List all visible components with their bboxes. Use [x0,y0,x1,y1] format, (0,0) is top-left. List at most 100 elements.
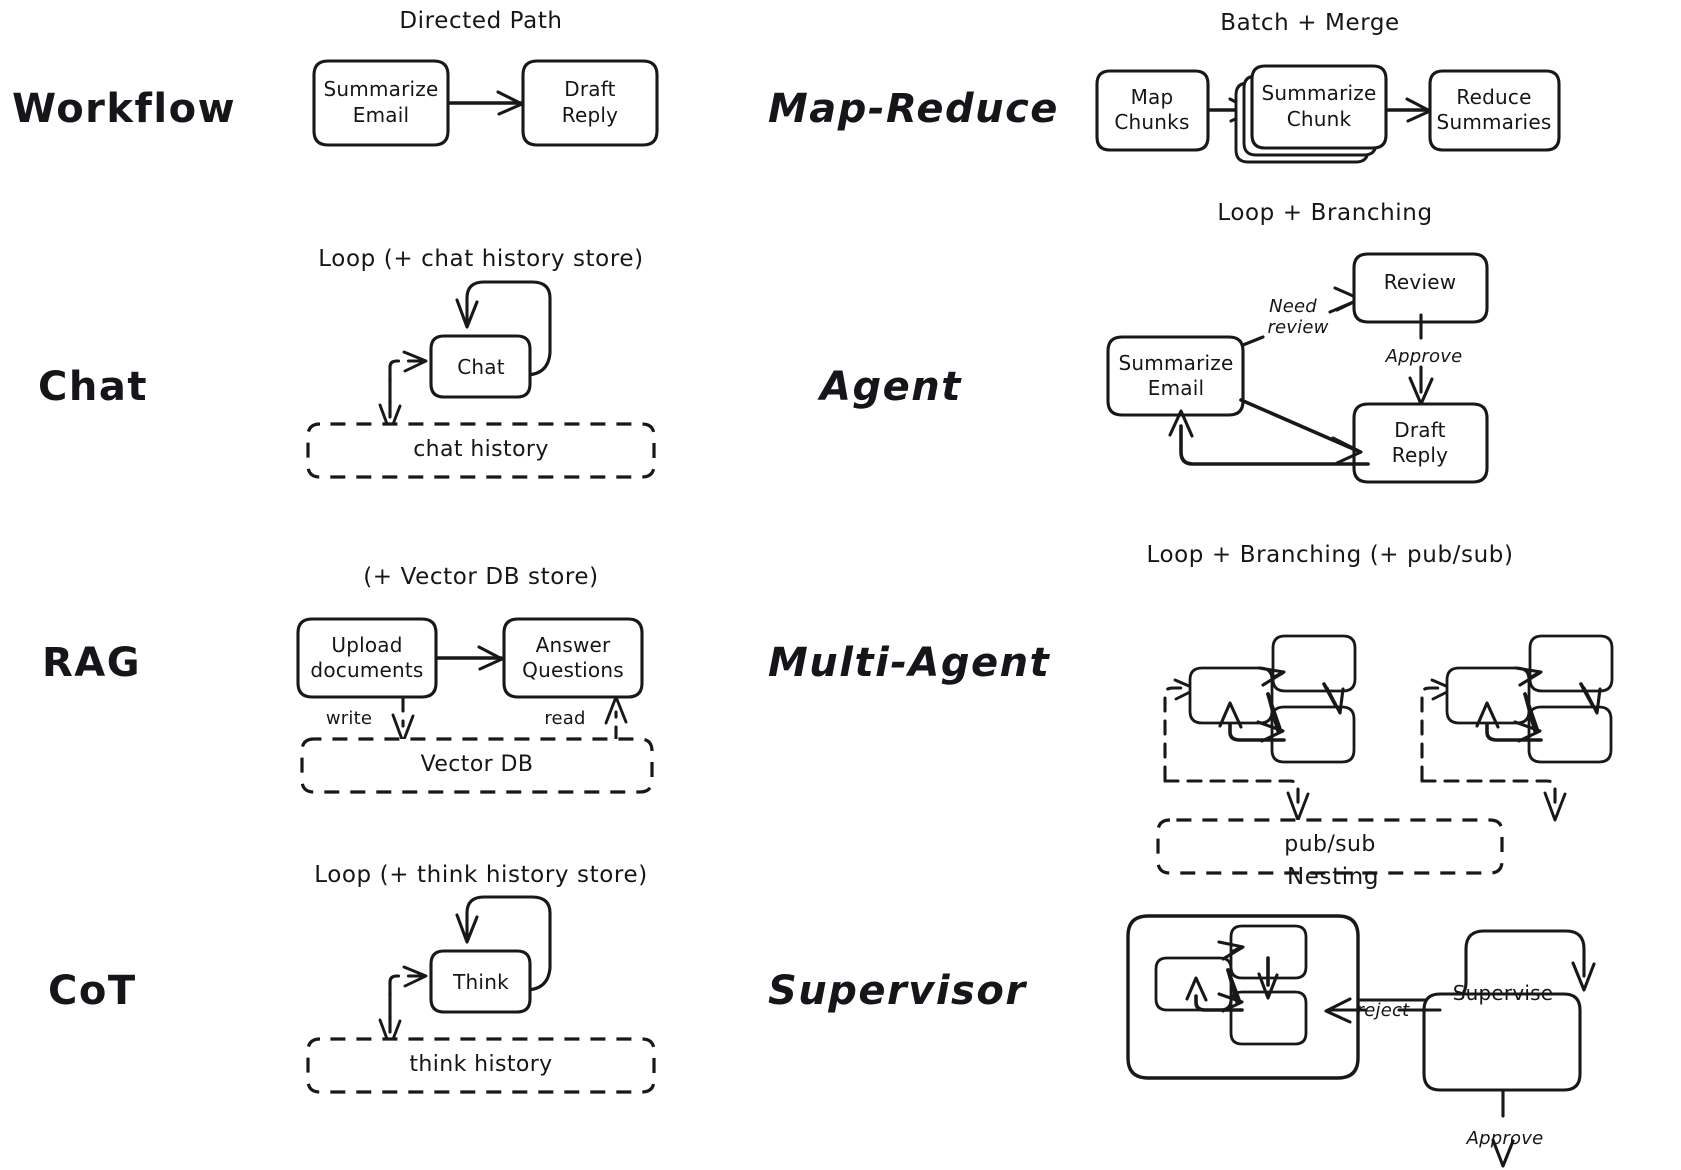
node-label: Draft [1394,418,1445,442]
store-label: think history [409,1052,552,1077]
node-label: Reduce [1456,85,1531,109]
node-review[interactable]: Review [1352,252,1489,324]
caption-loop-branching: Loop + Branching [1217,200,1432,226]
node-draft-reply[interactable]: Draft Reply [521,59,659,147]
node-map-chunks[interactable]: Map Chunks [1095,69,1210,152]
node-label: Draft [564,77,615,101]
node-agent-summarize-email[interactable]: Summarize Email [1106,335,1245,417]
edge-label-reject: reject [1357,1000,1410,1021]
caption-nesting: Nesting [1287,864,1379,890]
node-think[interactable]: Think [429,949,532,1014]
edge-summarize-to-draft-agent [1239,398,1363,465]
category-label-chat: Chat [38,364,148,410]
edge-write: write [326,696,415,744]
node-agent-draft-reply[interactable]: Draft Reply [1352,402,1489,484]
edge-label-read: read [544,708,585,729]
node-agent-a3[interactable] [1270,705,1356,764]
edge-chat-history-to-chat [378,350,428,434]
node-label: Upload [331,633,402,657]
node-summarize-email[interactable]: Summarize Email [312,59,450,147]
node-label: Chunk [1287,107,1352,131]
node-label: Supervise [1453,981,1554,1005]
edge-chat-self-loop [455,280,552,377]
edge-draft-back-to-summarize [1168,409,1370,466]
pattern-chat: Chat Loop (+ chat history store) Chat ch… [38,246,656,479]
node-summarize-chunk-stack[interactable]: Summarize Chunk [1234,64,1388,164]
edge-summarize-to-reduce [1385,97,1432,123]
pattern-map-reduce: Map-Reduce Batch + Merge Map Chunks Summ… [768,10,1561,164]
node-supervisor-inner-3[interactable] [1229,990,1308,1046]
edge-label-review: review [1267,317,1328,338]
edge-read: read [544,695,628,742]
node-label: Questions [522,658,624,682]
node-supervise[interactable]: Supervise [1422,981,1582,1092]
node-label: Summarize [324,77,439,101]
category-label-supervisor: Supervisor [768,968,1027,1014]
store-vector-db[interactable]: Vector DB [300,737,654,794]
node-agent-b1[interactable] [1445,666,1531,725]
edge-think-self-loop [455,895,552,992]
store-chat-history[interactable]: chat history [306,422,656,479]
node-label: Chunks [1114,110,1189,134]
edge-label-approve: Approve [1385,346,1463,367]
edge-label-write: write [326,708,372,729]
edge-approve: Approve [1385,313,1463,406]
node-label: Email [1148,376,1205,400]
category-label-rag: RAG [42,640,141,686]
node-supervisor-inner-2[interactable] [1229,924,1308,980]
subgraph-agent-a [1163,634,1357,822]
caption-loop-branching-pubsub: Loop + Branching (+ pub/sub) [1146,542,1513,568]
pattern-supervisor: Supervisor Nesting [768,864,1596,1168]
edge-reject: reject [1324,997,1442,1024]
pattern-agent: Agent Loop + Branching Summarize Email N… [817,200,1489,484]
pattern-workflow: Workflow Directed Path Summarize Email D… [12,8,659,147]
edge-think-history-to-think [378,965,428,1049]
edge-supervisor-approve: Approve [1466,1088,1544,1168]
node-upload-documents[interactable]: Upload documents [296,617,438,699]
node-label: Reply [562,103,618,127]
pattern-multi-agent: Multi-Agent Loop + Branching (+ pub/sub) [768,542,1614,875]
category-label-multi-agent: Multi-Agent [768,640,1051,686]
pattern-cot: CoT Loop (+ think history store) Think t… [48,862,656,1094]
store-label: Vector DB [421,752,534,777]
caption-batch-merge: Batch + Merge [1220,10,1400,36]
node-label: Think [452,970,509,994]
node-answer-questions[interactable]: Answer Questions [502,617,644,699]
node-agent-a1[interactable] [1188,666,1274,725]
category-label-cot: CoT [48,968,137,1014]
node-agent-a2[interactable] [1271,634,1357,693]
edge-upload-to-answer [435,645,504,671]
node-label: Email [353,103,410,127]
caption-directed-path: Directed Path [399,8,562,34]
node-agent-b2[interactable] [1528,634,1614,693]
node-label: Answer [536,633,611,657]
node-label: Summarize [1262,81,1377,105]
node-agent-b3[interactable] [1527,705,1613,764]
store-label: pub/sub [1284,832,1375,857]
node-chat[interactable]: Chat [429,334,532,399]
category-label-map-reduce: Map-Reduce [768,86,1059,132]
caption-vector-db-store: (+ Vector DB store) [363,564,599,590]
store-pub-sub[interactable]: pub/sub [1156,818,1504,875]
node-label: Summaries [1437,110,1552,134]
edge-label-need: Need [1269,296,1317,317]
store-think-history[interactable]: think history [306,1037,656,1094]
node-label: Map [1131,85,1174,109]
category-label-agent: Agent [817,364,962,410]
caption-loop-think: Loop (+ think history store) [314,862,648,888]
caption-loop-chat: Loop (+ chat history store) [318,246,643,272]
node-label: Summarize [1119,351,1234,375]
node-reduce-summaries[interactable]: Reduce Summaries [1428,69,1561,152]
store-label: chat history [413,437,549,462]
edge-summarize-to-draft [447,90,524,116]
node-label: documents [310,658,423,682]
category-label-workflow: Workflow [12,86,236,132]
subgraph-agent-b [1420,634,1614,822]
node-label: Reply [1392,443,1448,467]
edge-need-review: Need review [1241,286,1362,347]
edge-label-approve: Approve [1466,1128,1544,1149]
pattern-rag: RAG (+ Vector DB store) Upload documents… [42,564,654,794]
nested-subgraph-group[interactable] [1126,914,1360,1080]
